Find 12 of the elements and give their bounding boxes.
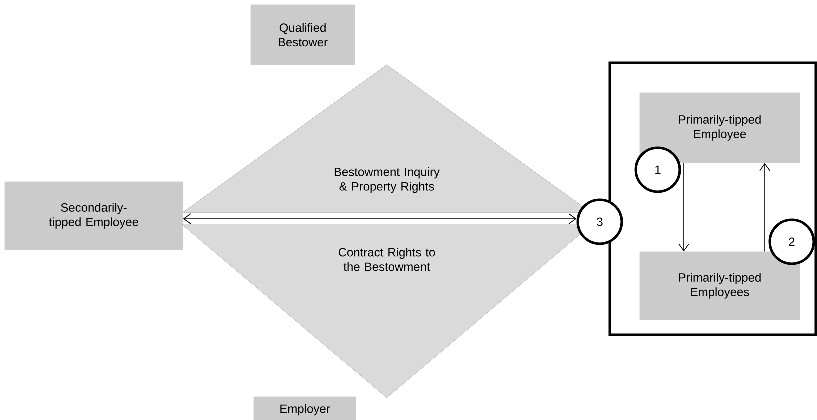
diamond-half: Bestowment Inquiry & Property Rights (182, 64, 592, 214)
process-box: Primarily-tipped Employees (640, 252, 800, 320)
arrow (183, 214, 577, 224)
diamond-half: Contract Rights to the Bestowment (182, 224, 592, 398)
process-box: Secondarily-tipped Employee (4, 182, 184, 250)
process-box: Employer (254, 396, 356, 420)
process-box: Qualified Bestower (250, 4, 356, 66)
process-box: Primarily-tipped Employee (640, 92, 800, 164)
group-frame (608, 62, 817, 336)
arrow (678, 162, 690, 252)
node-label: 2 (789, 238, 795, 246)
arrow (760, 163, 770, 252)
